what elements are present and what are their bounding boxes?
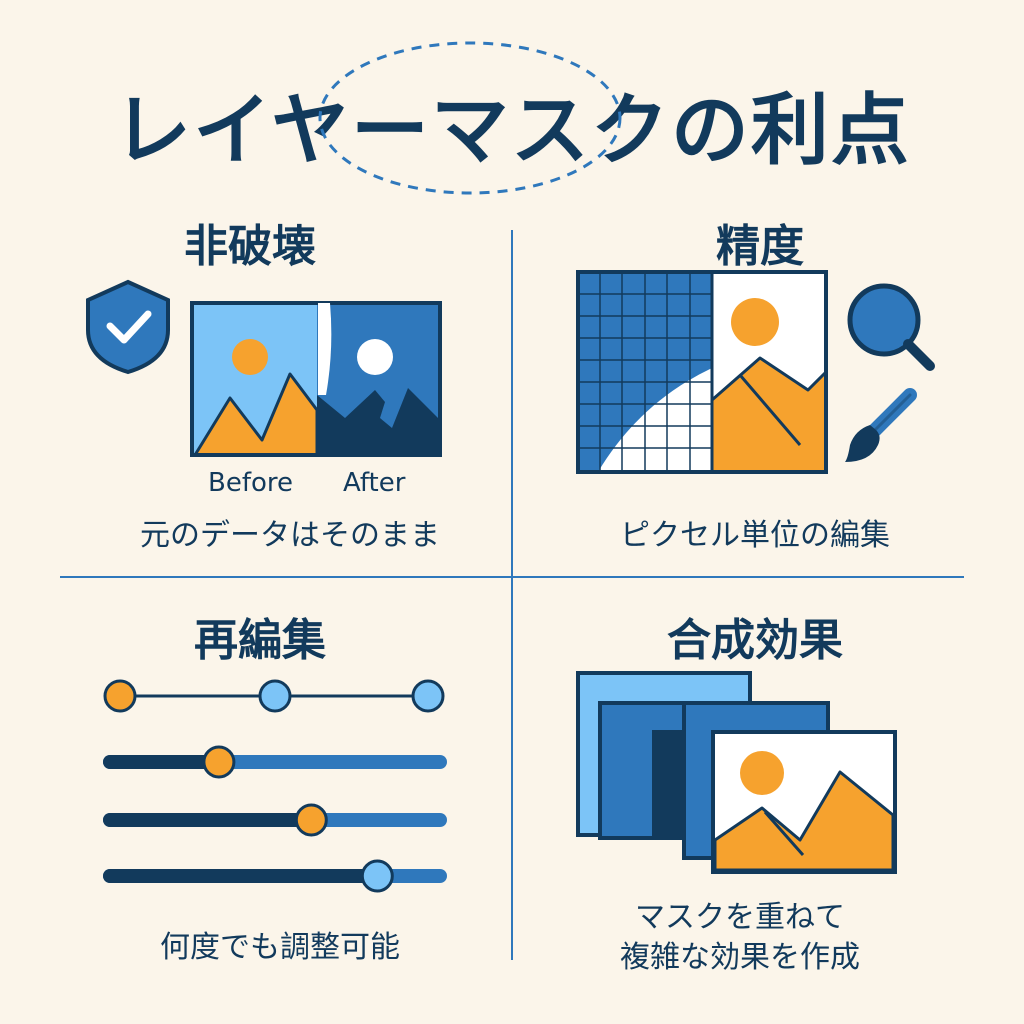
slider-knob bbox=[360, 859, 394, 893]
caption-re-edit: 何度でも調整可能 bbox=[160, 930, 400, 965]
shield-check-icon bbox=[86, 279, 170, 375]
pixel-grid-image-icon bbox=[576, 270, 828, 474]
after-label: After bbox=[343, 468, 406, 498]
caption-composite-line2: 複雑な効果を作成 bbox=[620, 940, 860, 975]
heading-precision: 精度 bbox=[716, 221, 804, 272]
caption-composite-line1: マスクを重ねて bbox=[635, 900, 845, 935]
heading-re-edit: 再編集 bbox=[194, 615, 326, 666]
title-dashed-ellipse bbox=[318, 41, 622, 195]
stacked-layers-icon bbox=[576, 671, 897, 874]
slider-controls-illustration bbox=[103, 679, 445, 713]
slider-knob bbox=[294, 803, 328, 837]
before-after-frame bbox=[190, 301, 442, 457]
heading-composite: 合成効果 bbox=[667, 615, 843, 666]
caption-non-destructive: 元のデータはそのまま bbox=[140, 518, 440, 553]
before-label: Before bbox=[208, 468, 294, 498]
magnifier-icon bbox=[847, 283, 935, 371]
slider-knob bbox=[202, 745, 236, 779]
slider-tracks bbox=[103, 745, 447, 893]
page-title: レイヤーマスクの利点 bbox=[113, 86, 911, 176]
heading-non-destructive: 非破壊 bbox=[184, 221, 316, 272]
before-image-icon bbox=[192, 303, 319, 457]
brush-icon bbox=[845, 388, 917, 462]
split-highlight bbox=[318, 303, 332, 395]
caption-precision: ピクセル単位の編集 bbox=[620, 518, 890, 553]
after-image-icon bbox=[317, 303, 440, 455]
